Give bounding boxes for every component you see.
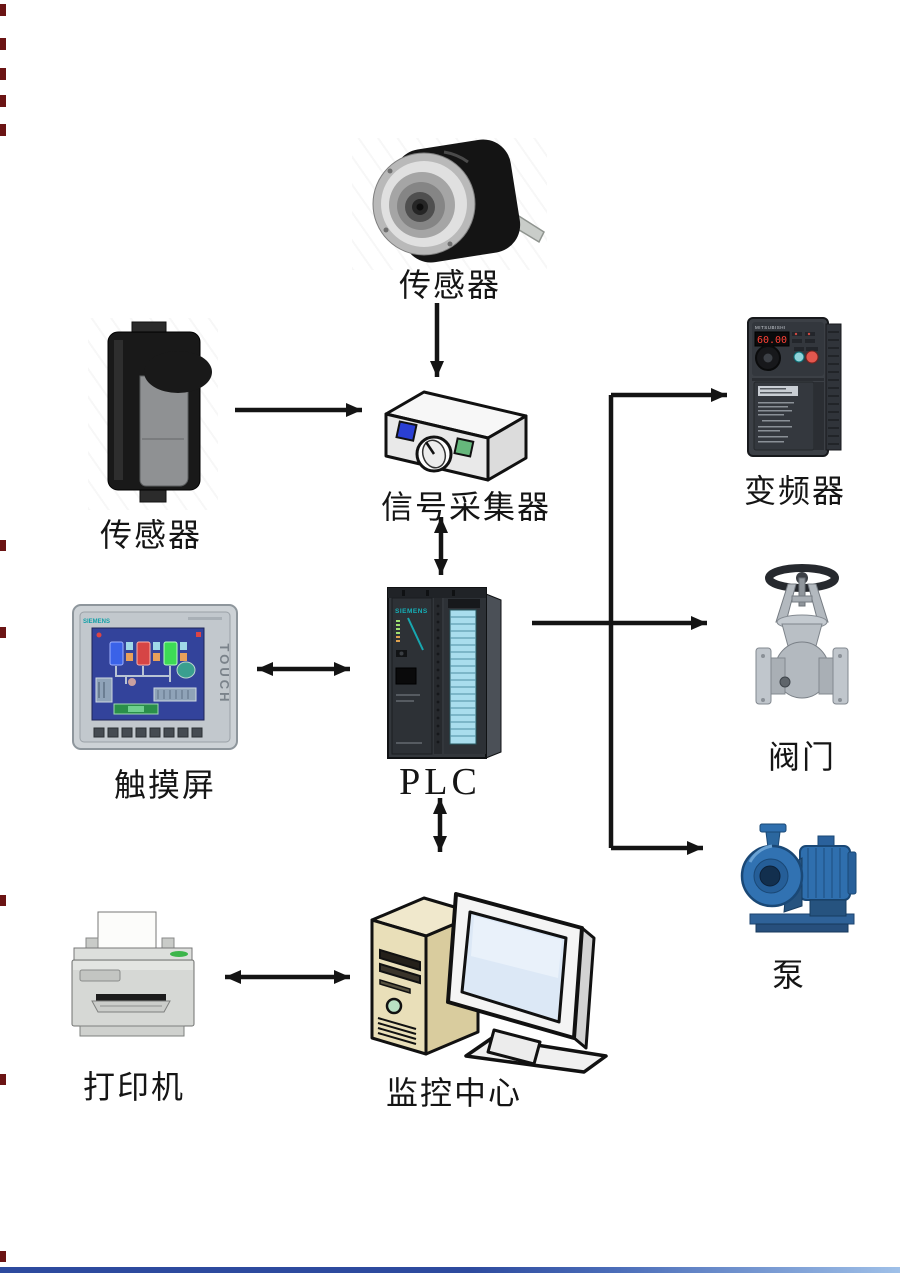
touch-side-text: TOUCH	[217, 644, 232, 705]
signal-collector-label: 信号采集器	[380, 489, 551, 525]
vfd-run-button	[805, 350, 819, 364]
encoder-sensor-image	[352, 138, 547, 270]
collector-green-key	[453, 437, 475, 458]
edge-artifact	[0, 68, 6, 80]
edge-artifact	[0, 627, 6, 638]
signal-collector-image	[368, 368, 543, 488]
encoder-sensor-label: 传感器	[398, 267, 501, 303]
function-keys	[93, 727, 203, 738]
edge-artifact	[0, 540, 6, 551]
edge-artifact	[0, 95, 6, 107]
touch-brand-text: SIEMENS	[83, 619, 110, 625]
vfd-image: MITSUBISHI 60.00	[742, 314, 847, 462]
bottom-edge-strip	[0, 1267, 900, 1273]
pump-label: 泵	[771, 957, 806, 993]
box-sensor-label: 传感器	[99, 517, 202, 553]
pump-image	[740, 810, 865, 938]
plc-brand-text: SIEMENS	[395, 608, 428, 615]
edge-artifact	[0, 1074, 6, 1085]
edge-artifact	[0, 38, 6, 50]
edge-artifact	[0, 124, 6, 136]
power-button	[385, 997, 403, 1015]
vfd-brand-text: MITSUBISHI	[755, 325, 786, 330]
printer-image	[58, 908, 208, 1040]
plc-image: SIEMENS	[382, 582, 507, 767]
printer-label: 打印机	[82, 1069, 185, 1105]
edge-artifact	[0, 4, 6, 16]
touch-screen-image: SIEMENS TOUCH	[70, 602, 240, 752]
monitoring-center-label: 监控中心	[385, 1075, 522, 1111]
edge-artifact	[0, 895, 6, 906]
vfd-label: 变频器	[743, 473, 846, 509]
touch-screen-label: 触摸屏	[113, 767, 216, 803]
plc-terminal-strip	[449, 609, 477, 745]
collector-blue-key	[395, 420, 418, 442]
box-sensor-image	[88, 318, 218, 510]
printer-paper	[97, 911, 157, 949]
valve-image	[752, 558, 852, 728]
valve-label: 阀门	[767, 739, 836, 775]
monitoring-center-image	[344, 858, 614, 1076]
vfd-display-value: 60.00	[757, 335, 787, 346]
plc-label: PLC	[399, 761, 481, 803]
vfd-mode-button	[793, 351, 805, 363]
edge-artifact	[0, 1251, 6, 1262]
